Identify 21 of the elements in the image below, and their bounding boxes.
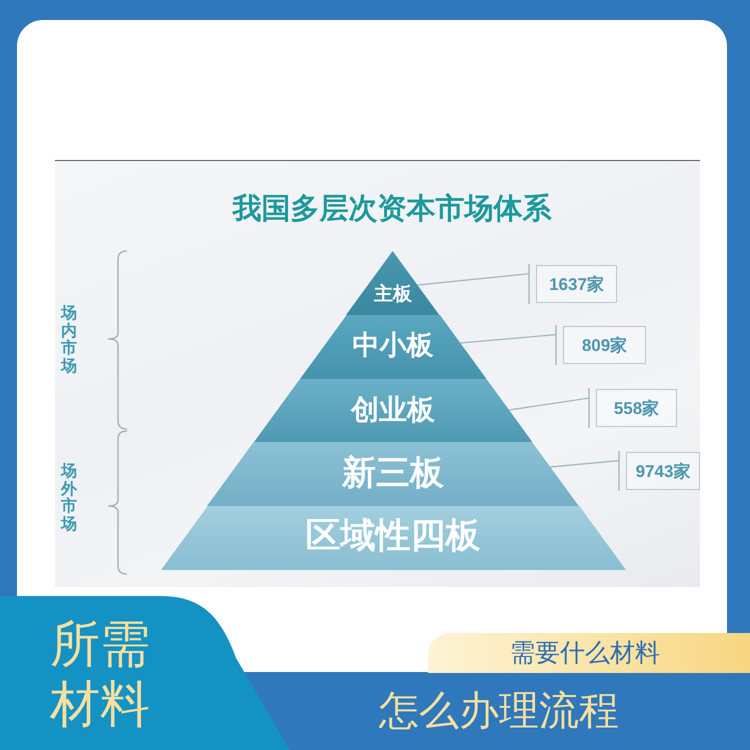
layer-label: 创业板	[350, 392, 435, 428]
layer-label: 主板	[374, 283, 412, 307]
pyramid-layer	[300, 315, 486, 379]
pyramid-layer	[346, 251, 440, 315]
layer-label: 新三板	[342, 452, 444, 494]
value-callout: 809家	[563, 326, 646, 364]
side-label: 场外市场	[61, 462, 77, 532]
ribbon-tab: 需要什么材料	[428, 633, 750, 673]
panel-title: 所需材料	[50, 614, 151, 734]
pyramid-layer	[254, 379, 532, 442]
corner-panel	[0, 596, 290, 750]
pyramid-layer	[160, 506, 626, 570]
value-callout: 9743家	[626, 452, 700, 490]
value-callout: 1637家	[536, 265, 617, 303]
pyramid-layer	[207, 442, 579, 506]
layer-label: 区域性四板	[306, 515, 480, 558]
value-callout: 558家	[596, 389, 677, 427]
side-label: 场内市场	[61, 304, 77, 374]
diagram-title: 我国多层次资本市场体系	[232, 190, 552, 226]
layer-label: 中小板	[352, 329, 434, 363]
banner-text: 怎么办理流程	[379, 687, 619, 735]
